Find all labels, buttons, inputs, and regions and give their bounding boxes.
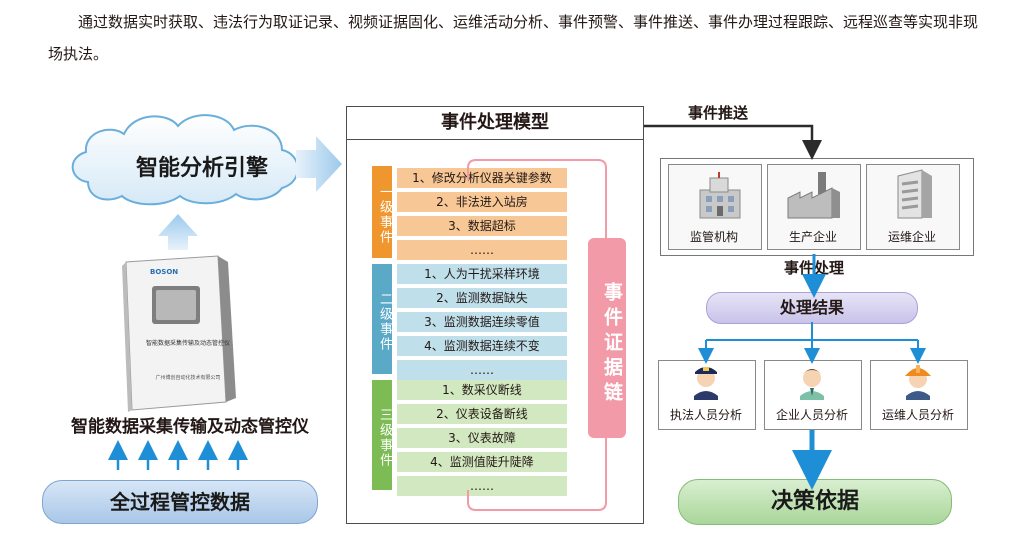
org-label-regulator: 监管机构 [689,230,738,244]
tier-1-item-2: 2、非法进入站房 [397,192,567,212]
tier-3-item-2: 2、仪表设备断线 [397,404,567,424]
decision-basis-pill: 决策依据 [678,479,952,525]
event-push-label: 事件推送 [688,104,749,122]
tier-3-item-more: …… [397,476,567,496]
tier-2-item-4: 4、监测数据连续不变 [397,336,567,356]
device-company: 广州博创自动化技术有限公司 [155,375,221,381]
tier-1-item-more: …… [397,240,567,260]
person-label-enforcement: 执法人员分析 [669,408,742,422]
tier-3-item-3: 3、仪表故障 [397,428,567,448]
person-label-maintenance: 运维人员分析 [881,408,954,422]
event-handling-label: 事件处理 [783,259,844,277]
process-data-pill: 全过程管控数据 [42,480,318,524]
device-caption: 智能数据采集传输及动态管控仪 [71,417,309,437]
tier-3-item-1: 1、数采仪断线 [397,380,567,400]
tier-1-item-1: 1、修改分析仪器关键参数 [397,168,567,188]
tier-1-item-3: 3、数据超标 [397,216,567,236]
tier-2-item-3: 3、监测数据连续零值 [397,312,567,332]
intro-text: 通过数据实时获取、违法行为取证记录、视频证据固化、运维活动分析、事件预警、事件推… [48,13,979,63]
device-brand-logo: BOSON [150,268,179,276]
tier-3-item-4: 4、监测值陡升陡降 [397,452,567,472]
handling-result-pill: 处理结果 [706,292,918,324]
tier-3-label: 三级事件 [372,380,392,490]
tier-2-item-1: 1、人为干扰采样环境 [397,264,567,284]
person-label-enterprise: 企业人员分析 [775,408,848,422]
tier-2-label: 二级事件 [372,264,392,374]
device-icon [122,255,236,412]
evidence-chain-label: 事件证据链 [588,238,626,438]
model-title-divider [346,139,644,140]
org-label-production: 生产企业 [788,230,837,244]
org-label-maintenance: 运维企业 [887,230,936,244]
device-panel-name: 智能数据采集传输及动态管控仪 [145,340,230,347]
tier-2-item-2: 2、监测数据缺失 [397,288,567,308]
tier-1-label: 一级事件 [372,166,392,258]
upload-arrows [108,440,248,470]
tier-2-item-more: …… [397,360,567,380]
flow-arrow-up [158,214,198,250]
push-arrow [644,124,822,160]
analysis-engine-label: 智能分析引擎 [135,156,268,181]
event-model-title: 事件处理模型 [441,112,549,133]
